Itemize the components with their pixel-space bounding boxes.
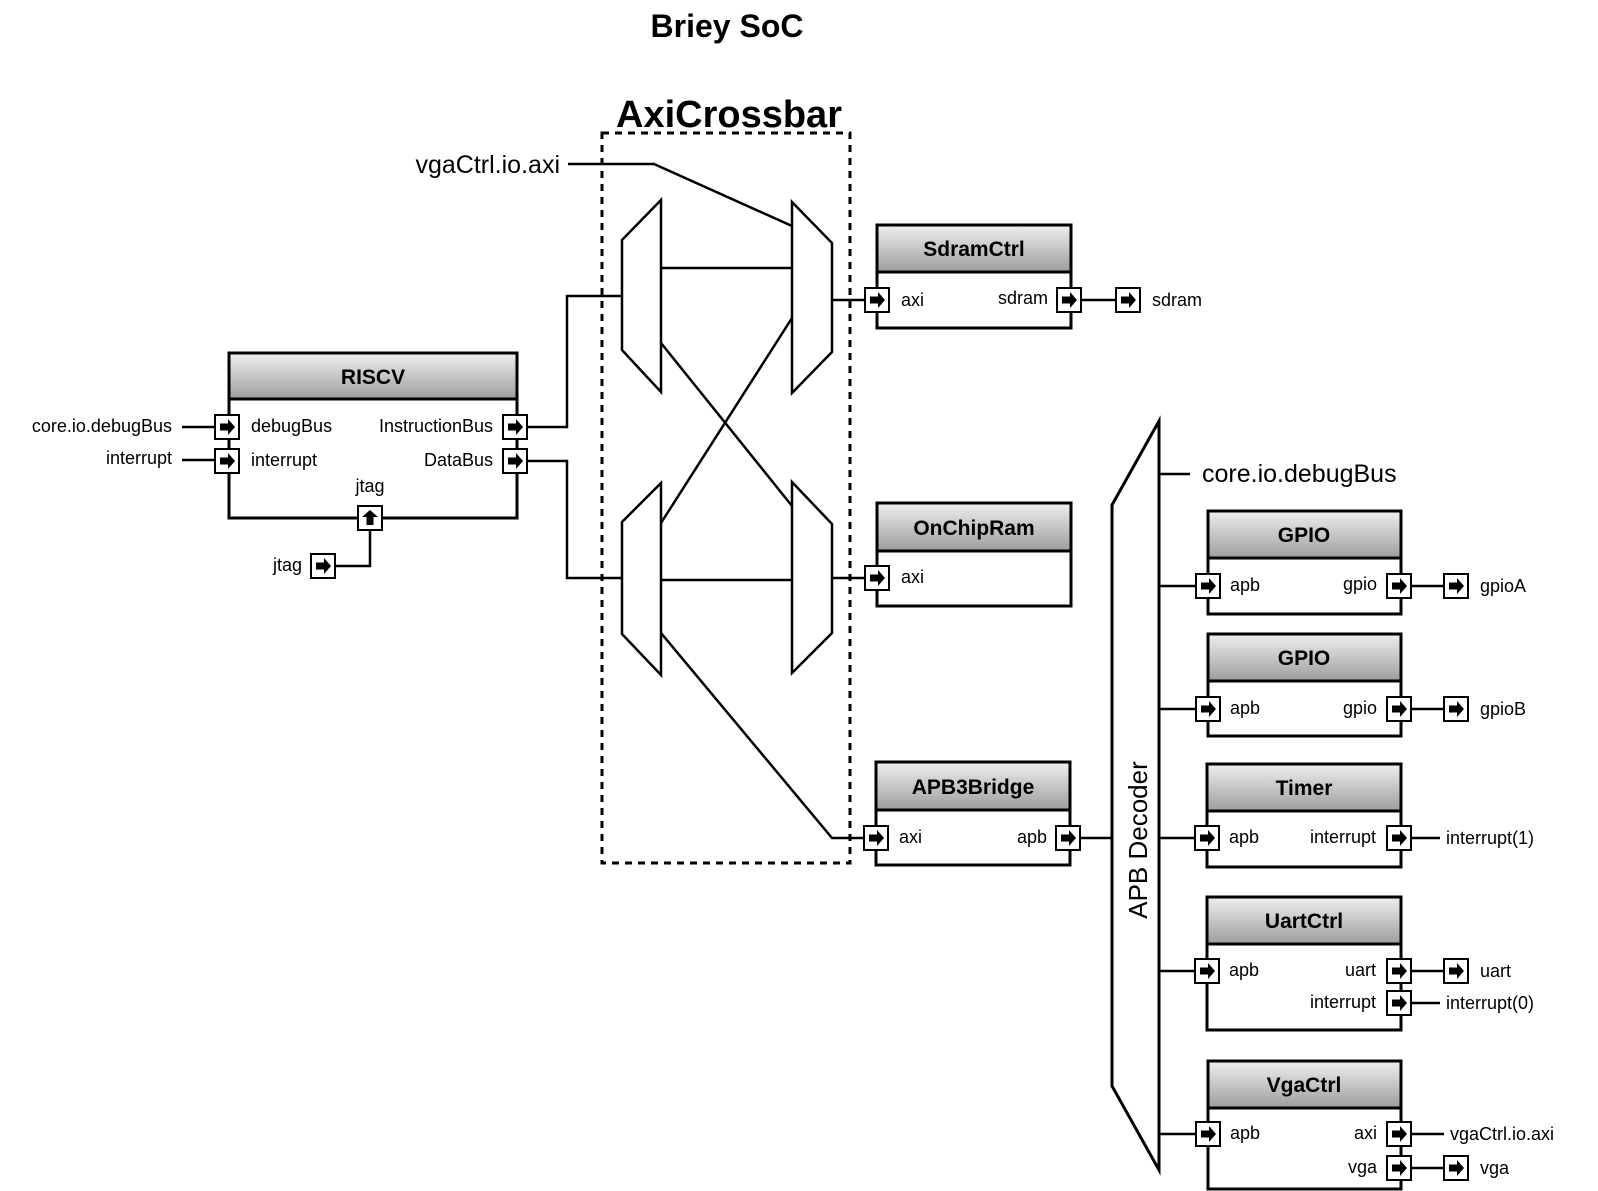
onchipram-axi-port-icon xyxy=(864,565,890,591)
gpio-a-ext-port-icon xyxy=(1443,573,1469,599)
crossbar-vga-input-label: vgaCtrl.io.axi xyxy=(416,151,561,179)
vgactrl-block: VgaCtrl apb axi vga xyxy=(1195,1059,1412,1191)
riscv-block: RISCV debugBus interrupt InstructionBus … xyxy=(214,351,528,531)
gpio-b-title: GPIO xyxy=(1278,647,1331,670)
page-title: Briey SoC xyxy=(651,8,804,44)
riscv-title: RISCV xyxy=(341,366,405,389)
timer-interrupt-port-icon xyxy=(1386,825,1412,851)
gpio-b-port-gpio: gpio xyxy=(1343,698,1377,718)
sdramctrl-title: SdramCtrl xyxy=(923,238,1025,261)
mux-onchipram xyxy=(790,478,834,677)
sdram-ext-port-icon xyxy=(1115,287,1141,313)
gpio-a-block: GPIO apb gpio xyxy=(1195,509,1412,616)
gpio-a-gpio-port-icon xyxy=(1386,573,1412,599)
riscv-ext-debugbus-label: core.io.debugBus xyxy=(32,416,172,436)
mux-instruction xyxy=(620,196,663,396)
gpio-b-apb-port-icon xyxy=(1195,696,1221,722)
uartctrl-title: UartCtrl xyxy=(1265,910,1343,933)
gpio-b-block: GPIO apb gpio xyxy=(1195,632,1412,738)
apb3bridge-apb-port-icon xyxy=(1055,825,1081,851)
gpio-a-apb-port-icon xyxy=(1195,573,1221,599)
apb3bridge-title: APB3Bridge xyxy=(912,776,1035,799)
uartctrl-interrupt-port-icon xyxy=(1386,990,1412,1016)
mux-data xyxy=(620,479,663,679)
crossbar-label: AxiCrossbar xyxy=(616,94,842,136)
riscv-ext-interrupt-label: interrupt xyxy=(106,448,172,468)
vgactrl-port-vga: vga xyxy=(1348,1157,1378,1177)
apb-decoder: APB Decoder core.io.debugBus xyxy=(1110,415,1397,1176)
mux-sdram xyxy=(790,198,834,397)
apb3bridge-port-axi: axi xyxy=(899,827,922,847)
timer-title: Timer xyxy=(1276,777,1333,800)
riscv-port-interrupt: interrupt xyxy=(251,450,317,470)
timer-block: Timer apb interrupt xyxy=(1194,762,1412,869)
uart-ext-interrupt-label: interrupt(0) xyxy=(1446,993,1534,1013)
vgactrl-title: VgaCtrl xyxy=(1267,1074,1342,1097)
vgactrl-port-apb: apb xyxy=(1230,1123,1260,1143)
gpio-a-port-apb: apb xyxy=(1230,575,1260,595)
sdramctrl-block: SdramCtrl axi sdram xyxy=(864,223,1082,330)
vgactrl-port-axi: axi xyxy=(1354,1123,1377,1143)
uartctrl-apb-port-icon xyxy=(1194,958,1220,984)
sdram-ext-label: sdram xyxy=(1152,290,1202,310)
apb3bridge-port-apb: apb xyxy=(1017,827,1047,847)
vgactrl-apb-port-icon xyxy=(1195,1121,1221,1147)
uartctrl-port-uart: uart xyxy=(1345,960,1376,980)
gpio-b-ext-label: gpioB xyxy=(1480,699,1526,719)
uartctrl-uart-port-icon xyxy=(1386,958,1412,984)
uart-ext-port-icon xyxy=(1443,958,1469,984)
riscv-debugbus-port-icon xyxy=(214,414,240,440)
riscv-interrupt-port-icon xyxy=(214,448,240,474)
vga-ext-axi-label: vgaCtrl.io.axi xyxy=(1450,1124,1554,1144)
riscv-databus-port-icon xyxy=(502,448,528,474)
gpio-b-gpio-port-icon xyxy=(1386,696,1412,722)
gpio-a-title: GPIO xyxy=(1278,524,1331,547)
sdramctrl-port-axi: axi xyxy=(901,290,924,310)
vgactrl-axi-port-icon xyxy=(1386,1121,1412,1147)
uartctrl-port-apb: apb xyxy=(1229,960,1259,980)
timer-ext-label: interrupt(1) xyxy=(1446,828,1534,848)
onchipram-port-axi: axi xyxy=(901,567,924,587)
riscv-port-debugbus: debugBus xyxy=(251,416,332,436)
riscv-instructionbus-port-icon xyxy=(502,414,528,440)
uart-ext-label: uart xyxy=(1480,961,1511,981)
riscv-port-databus: DataBus xyxy=(424,450,493,470)
vga-ext-label: vga xyxy=(1480,1158,1510,1178)
gpio-b-port-apb: apb xyxy=(1230,698,1260,718)
onchipram-block: OnChipRam axi xyxy=(864,501,1073,608)
timer-port-apb: apb xyxy=(1229,827,1259,847)
timer-port-interrupt: interrupt xyxy=(1310,827,1376,847)
sdramctrl-sdram-port-icon xyxy=(1056,287,1082,313)
jtag-ext-port-icon xyxy=(310,553,336,579)
vgactrl-vga-port-icon xyxy=(1386,1155,1412,1181)
crossbar-wires xyxy=(568,162,794,582)
gpio-b-ext-port-icon xyxy=(1443,696,1469,722)
sdramctrl-port-sdram: sdram xyxy=(998,288,1048,308)
apb3bridge-axi-port-icon xyxy=(863,825,889,851)
riscv-port-jtag: jtag xyxy=(354,476,384,496)
gpio-a-ext-label: gpioA xyxy=(1480,576,1526,596)
crossbar-boundary xyxy=(600,131,852,865)
riscv-ext-jtag-label: jtag xyxy=(272,555,302,575)
axi-crossbar: AxiCrossbar vgaCtrl.io.axi xyxy=(416,94,852,865)
decoder-debugbus-label: core.io.debugBus xyxy=(1202,460,1397,488)
timer-apb-port-icon xyxy=(1194,825,1220,851)
vga-ext-port-icon xyxy=(1443,1155,1469,1181)
onchipram-title: OnChipRam xyxy=(913,517,1034,540)
uartctrl-block: UartCtrl apb uart interrupt xyxy=(1194,895,1412,1032)
apb3bridge-block: APB3Bridge axi apb xyxy=(863,760,1081,867)
gpio-a-port-gpio: gpio xyxy=(1343,574,1377,594)
apb-decoder-label: APB Decoder xyxy=(1123,761,1153,919)
sdramctrl-axi-port-icon xyxy=(864,287,890,313)
riscv-jtag-port-icon xyxy=(357,505,383,531)
uartctrl-port-interrupt: interrupt xyxy=(1310,992,1376,1012)
riscv-port-instructionbus: InstructionBus xyxy=(379,416,493,436)
